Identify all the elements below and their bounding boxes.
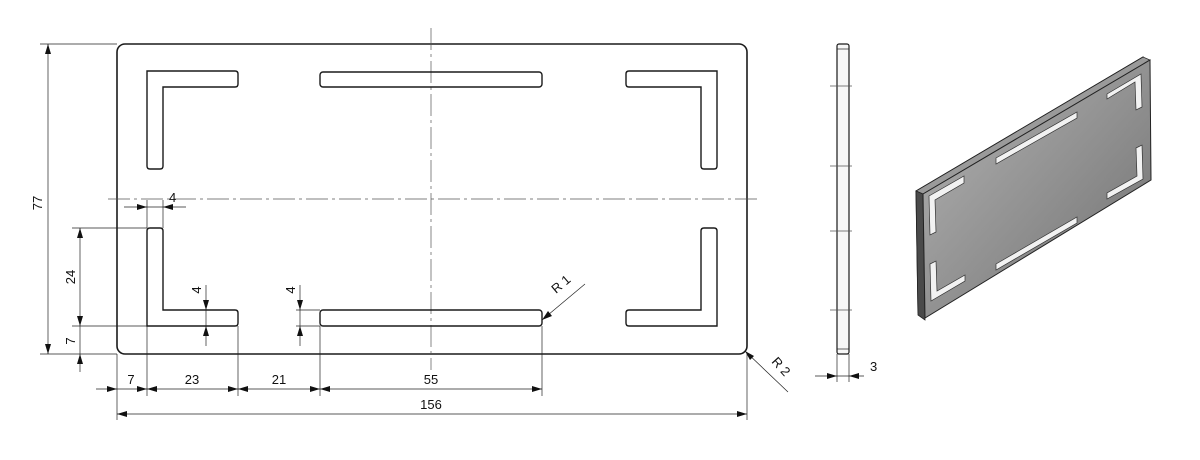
dim-label-24: 24 [63, 270, 78, 284]
dim-overall-height: 77 [30, 43, 117, 355]
slot-bottom-right [625, 227, 718, 327]
dim-chain-horizontal: 7 23 21 55 [96, 326, 748, 420]
dim-label-21: 21 [272, 372, 286, 387]
iso-slot-bl [929, 260, 966, 302]
dim-label-3: 3 [870, 359, 877, 374]
slot-bottom-long [319, 309, 543, 327]
dim-label-4-corner: 4 [189, 286, 204, 293]
slot-top-long [319, 71, 543, 88]
iso-slot-tr [1106, 73, 1143, 111]
iso-slot-br [1106, 144, 1144, 200]
isometric-view [915, 56, 1152, 321]
dim-overall-width: 156 [117, 397, 747, 417]
dim-label-23: 23 [185, 372, 199, 387]
dim-label-4-bottom: 4 [283, 286, 298, 293]
dim-bottom-offset: 7 [63, 326, 83, 372]
iso-slot-top-long [995, 111, 1078, 165]
plate-face [922, 59, 1152, 319]
dim-label-r1: R 1 [548, 272, 573, 296]
side-view: 3 [815, 43, 877, 382]
slot-bottom-left [146, 227, 239, 327]
dim-thickness: 3 [815, 354, 877, 382]
dim-label-7-horizontal: 7 [127, 372, 134, 387]
dim-label-4-top: 4 [169, 190, 176, 205]
dim-radius-slot: R 1 [541, 272, 586, 321]
iso-slots [928, 73, 1144, 302]
dim-label-77: 77 [30, 196, 45, 210]
dim-radius-corner: R 2 [744, 350, 794, 393]
dim-label-7-vertical: 7 [63, 337, 78, 344]
dim-corner-slot-height: 4 [189, 285, 209, 346]
front-view: 77 24 7 4 [30, 28, 793, 420]
dim-label-156: 156 [420, 397, 442, 412]
iso-slot-tl [928, 175, 965, 236]
side-profile [836, 43, 850, 355]
slot-top-right [625, 70, 718, 170]
dim-slot-width-top: 4 [124, 190, 186, 228]
dim-inner-leg: 24 [63, 227, 147, 327]
dim-bottom-slot-height: 4 [283, 285, 320, 346]
dim-label-r2: R 2 [769, 354, 794, 379]
slots [146, 70, 718, 327]
slot-top-left [146, 70, 239, 170]
plate-side-edge [915, 190, 926, 321]
dim-label-55: 55 [424, 372, 438, 387]
iso-slot-bottom-long [995, 216, 1078, 271]
